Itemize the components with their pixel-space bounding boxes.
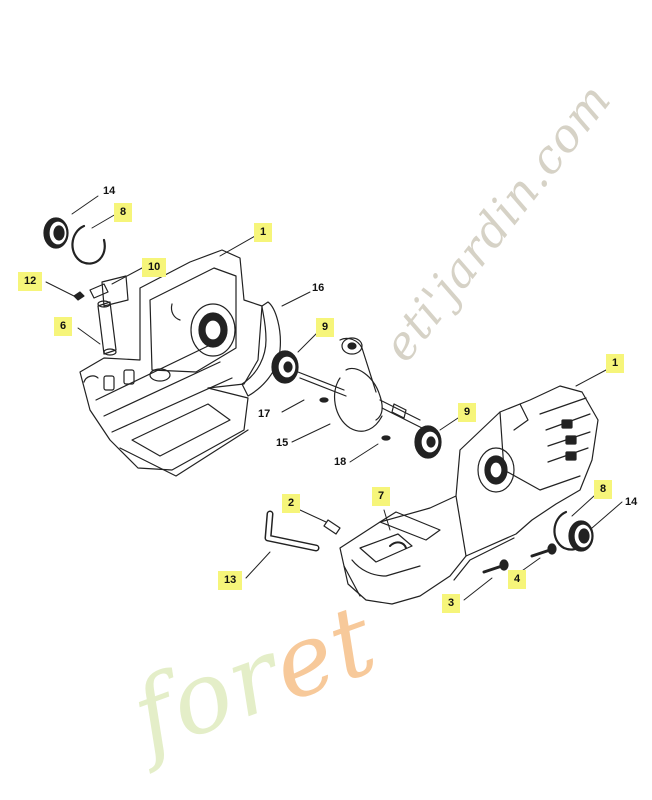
screw-part-4 (530, 543, 557, 558)
callout-15: 15 (276, 437, 289, 449)
callout-13: 13 (218, 571, 243, 590)
tube-part-6 (97, 300, 117, 356)
callout-9-left: 9 (316, 318, 335, 337)
oil-seal-left (43, 217, 69, 249)
callout-14-top: 14 (103, 185, 116, 197)
fitting-part-10 (73, 275, 129, 307)
callout-8-right: 8 (594, 480, 613, 499)
callout-2: 2 (282, 494, 301, 513)
callout-16: 16 (312, 282, 325, 294)
callout-1-left: 1 (254, 223, 273, 242)
callout-18: 18 (334, 456, 347, 468)
dowel-pin-2 (323, 519, 341, 535)
callout-1-right: 1 (606, 354, 625, 373)
ball-bearing-left (271, 350, 299, 384)
callout-10: 10 (142, 258, 167, 277)
callout-12: 12 (18, 272, 43, 291)
callout-17: 17 (258, 408, 271, 420)
ball-bearing-right (414, 425, 442, 459)
screw-part-3 (482, 559, 509, 574)
callout-4: 4 (508, 570, 527, 589)
callout-3: 3 (442, 594, 461, 613)
crankcase-half-left (79, 249, 263, 477)
hose-part-13 (264, 510, 320, 552)
callout-7: 7 (372, 487, 391, 506)
gasket-part-16 (241, 301, 281, 397)
callout-14-right: 14 (625, 496, 638, 508)
crankcase-half-right (339, 385, 599, 605)
callout-8-top: 8 (114, 203, 133, 222)
oil-seal-right (568, 520, 594, 552)
callout-9-right: 9 (458, 403, 477, 422)
crankshaft (297, 337, 423, 441)
circlip-left (71, 224, 106, 265)
callout-6: 6 (54, 317, 73, 336)
